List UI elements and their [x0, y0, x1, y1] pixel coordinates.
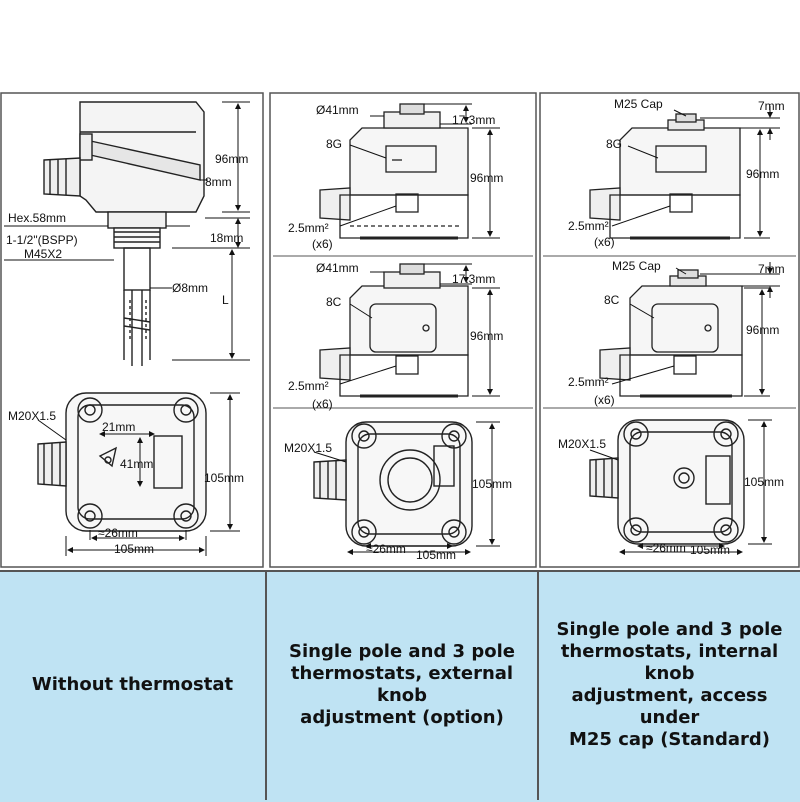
p1-thread-alt: M45X2: [24, 247, 62, 261]
caption-internal-knob: Single pole and 3 pole thermostats, inte…: [556, 619, 783, 750]
p3-terminal-count: (x6): [594, 235, 615, 249]
p3-label-8g: 8G: [606, 137, 622, 151]
p3-label-8c: 8C: [604, 293, 620, 307]
panel-3-middle-section: [599, 269, 743, 398]
p2-label-8g: 8G: [326, 137, 342, 151]
p3-terminal-count-b: (x6): [594, 393, 615, 407]
p1-dim-inner-h: 41mm: [120, 457, 153, 471]
panel-3-top-view: [589, 419, 745, 545]
caption-divider: [265, 570, 267, 800]
p1-thread: 1-1/2"(BSPP): [6, 233, 78, 247]
p1-dim-inner-w: 21mm: [102, 420, 135, 434]
p2-gland-thread: M20X1.5: [284, 441, 332, 455]
p2-terminal-count-b: (x6): [312, 397, 333, 411]
p3-dim-height: 96mm: [746, 167, 779, 181]
technical-drawing: 96mm 8mm Hex.58mm 1-1/2"(BSPP) M45X2 18m…: [0, 92, 800, 568]
panel-1-frame: [0, 92, 264, 568]
p1-dim-neck: 18mm: [210, 231, 243, 245]
p2-dim-knob-h: 17.3mm: [452, 113, 495, 127]
p3-dim-height-b: 96mm: [746, 323, 779, 337]
panel-1-top-view: [37, 392, 207, 532]
panel-2-top-view: [313, 421, 473, 547]
p2-label-8c: 8C: [326, 295, 342, 309]
p3-dim-cap: 7mm: [758, 99, 785, 113]
caption-without-thermostat: Without thermostat: [31, 674, 234, 695]
p2-dim-height: 96mm: [470, 171, 503, 185]
p2-dim-outer-h: 105mm: [472, 477, 512, 491]
panel-2-middle-section: [319, 263, 469, 398]
caption-external-knob: Single pole and 3 pole thermostats, exte…: [289, 641, 515, 728]
p1-dim-outer-h: 105mm: [204, 471, 244, 485]
p3-dim-cap-b: 7mm: [758, 262, 785, 276]
p3-dim-outer-h: 105mm: [744, 475, 784, 489]
panel-3-upper-section: [589, 113, 741, 240]
p1-gland-thread: M20X1.5: [8, 409, 56, 423]
panel-3-frame: [539, 92, 800, 568]
p2-terminal-count: (x6): [312, 237, 333, 251]
p3-dim-outer-w: 105mm: [690, 543, 730, 557]
p1-dim-height: 96mm: [215, 152, 248, 166]
p1-hex: Hex.58mm: [8, 211, 66, 225]
p1-dim-hole: ≈26mm: [98, 526, 138, 540]
p2-dim-knob-h-b: 17.3mm: [452, 272, 495, 286]
p2-dim-height-b: 96mm: [470, 329, 503, 343]
panel-2-frame: [269, 92, 537, 568]
panel-1-side-view: [43, 101, 205, 366]
p2-dim-outer-w: 105mm: [416, 548, 456, 562]
p1-dim-tube: Ø8mm: [172, 281, 208, 295]
p1-dim-length: L: [222, 293, 229, 307]
p2-dim-knob: Ø41mm: [316, 103, 359, 117]
p3-cap: M25 Cap: [614, 97, 663, 111]
p1-dim-outer-w: 105mm: [114, 542, 154, 556]
p3-terminal-b: 2.5mm²: [568, 375, 609, 389]
p2-dim-hole: ≈26mm: [366, 542, 406, 556]
p2-terminal-b: 2.5mm²: [288, 379, 329, 393]
caption-row: [0, 570, 800, 802]
p3-dim-hole: ≈26mm: [646, 541, 686, 555]
p3-terminal: 2.5mm²: [568, 219, 609, 233]
p3-cap-b: M25 Cap: [612, 259, 661, 273]
caption-divider: [537, 570, 539, 800]
p3-gland-thread: M20X1.5: [558, 437, 606, 451]
p2-dim-knob-b: Ø41mm: [316, 261, 359, 275]
p2-terminal: 2.5mm²: [288, 221, 329, 235]
panel-2-upper-section: [319, 103, 469, 240]
p1-dim-gland: 8mm: [205, 175, 232, 189]
